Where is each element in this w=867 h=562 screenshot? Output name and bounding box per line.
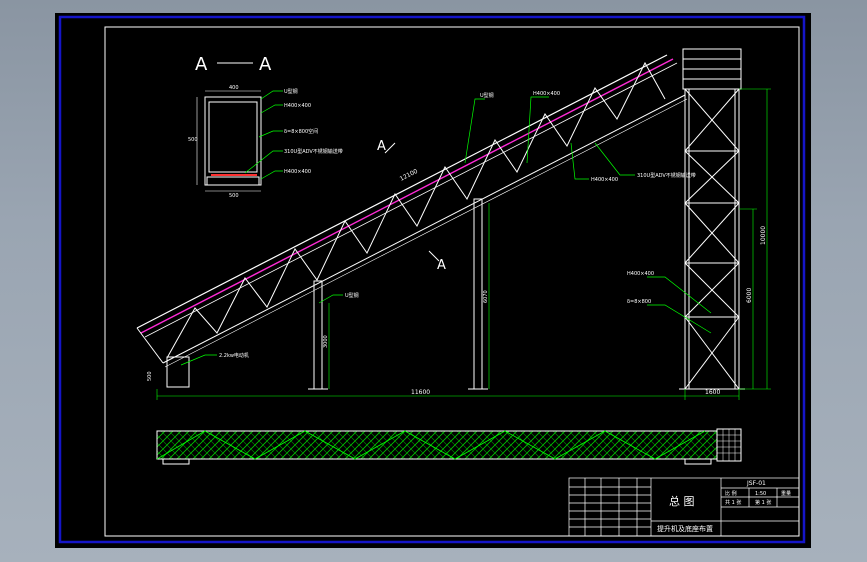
callout-text-1: U型钢 (284, 88, 298, 95)
callout-feeder (180, 354, 217, 366)
plan-view (156, 428, 742, 465)
plan-belt (156, 430, 718, 460)
label-tower-note1: H400×400 (627, 271, 654, 277)
title-name: 总 图 (669, 494, 695, 508)
paper-outer-frame (58, 15, 806, 544)
section-dim-left-text: 500 (188, 137, 198, 143)
section-base (206, 176, 260, 186)
callout-line-4 (244, 150, 283, 174)
callout-line-3 (258, 130, 283, 138)
section-dim-bottom-text: 500 (229, 193, 239, 199)
callout-tower-2 (647, 304, 712, 334)
tower (679, 48, 745, 390)
dim-total-text: 11600 (411, 389, 430, 396)
callout-u-channel (464, 98, 485, 164)
support-column-1 (313, 280, 323, 390)
dim-col1-text: 3000 (323, 335, 329, 348)
callout-line-2 (260, 104, 283, 114)
callout-small-col (318, 294, 343, 304)
section-title-a-right: A (259, 54, 272, 75)
title-scale-label: 比 例 (725, 490, 737, 497)
feed-hopper (166, 356, 190, 388)
dim-col2-text: 6070 (483, 290, 489, 303)
conveyor-belt (140, 58, 674, 334)
title-block (568, 477, 800, 537)
callout-text-3: δ=8×800空间 (284, 128, 318, 135)
section-mark-bottom-line (428, 250, 440, 262)
dim-tower-base-text: 1600 (705, 389, 720, 396)
truss-bottom-chord-2 (164, 98, 688, 368)
callout-text-5: H400×400 (284, 169, 311, 175)
section-mark-top: A (377, 139, 386, 154)
support-column-2 (473, 198, 483, 390)
section-mark-bottom: A (437, 258, 446, 273)
drawing-border (104, 26, 800, 537)
truss-top-chord (136, 54, 668, 329)
callout-text-4: 310U型ADV不锈钢输送带 (284, 148, 343, 155)
plan-truss-pattern (156, 430, 706, 460)
label-h-beam: H400×400 (533, 91, 560, 97)
section-inner (208, 101, 258, 173)
title-weight-label: 重量 (781, 490, 791, 497)
section-view: A A 400 500 500 U型钢 H400×400 δ=8×800空间 3… (188, 54, 343, 199)
truss-rail (144, 62, 678, 338)
title-sheet-label: 共 1 张 (725, 499, 741, 506)
title-project: 提升机及底座布置 (657, 524, 713, 533)
label-h-beam2: H400×400 (591, 177, 618, 183)
dim-tower-mid-text: 6000 (746, 288, 753, 303)
truss-web (166, 61, 666, 359)
title-sheet-value: 第 1 张 (755, 499, 771, 506)
label-feeder: 2.2kw电动机 (219, 352, 249, 359)
callout-line-5 (260, 170, 283, 180)
label-small-col: U型钢 (345, 292, 359, 299)
callout-line-1 (260, 90, 283, 100)
conveyor-drawing: A A 400 500 500 U型钢 H400×400 δ=8×800空间 3… (58, 15, 806, 544)
callout-h-beam (526, 96, 549, 164)
dim-tower-height-text: 10000 (760, 226, 767, 245)
dim-belt-text: 12100 (399, 168, 419, 183)
feed-end (136, 327, 164, 364)
title-scale-value: 1:50 (755, 491, 766, 497)
section-mark-top-line (384, 142, 396, 154)
label-belt-note: 310U型ADV不锈钢输送带 (637, 172, 696, 179)
label-tower-note2: δ=8×800 (627, 299, 651, 305)
callout-tower-1 (647, 276, 712, 314)
dim-left-text: 500 (147, 371, 153, 381)
plan-foot-right (684, 458, 712, 465)
callout-h-beam2 (570, 142, 589, 180)
section-title-a-left: A (195, 54, 208, 75)
callout-text-2: H400×400 (284, 103, 311, 109)
title-drawing-no: JSF-01 (746, 480, 766, 487)
label-u-channel: U型钢 (480, 92, 494, 99)
cad-viewport[interactable]: A A 400 500 500 U型钢 H400×400 δ=8×800空间 3… (55, 13, 811, 548)
callout-belt-note (594, 142, 635, 176)
plan-foot-left (162, 458, 190, 465)
truss-bottom-chord (162, 94, 686, 364)
section-dim-top-text: 400 (229, 85, 239, 91)
